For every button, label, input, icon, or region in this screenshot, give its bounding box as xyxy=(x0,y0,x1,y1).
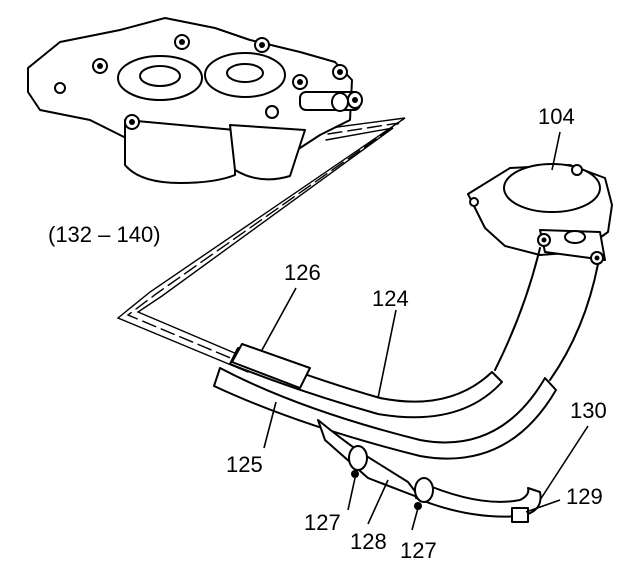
clamps xyxy=(348,445,434,510)
callout-hose-124: 124 xyxy=(372,286,409,311)
callout-reservoir: 104 xyxy=(538,104,575,129)
leader-lines xyxy=(261,131,589,531)
callout-pump-assembly: (132 – 140) xyxy=(48,222,161,247)
routing-path xyxy=(116,117,406,373)
callout-hose-125: 125 xyxy=(226,452,263,477)
callout-line-130: 130 xyxy=(570,398,607,423)
reservoir xyxy=(467,163,613,265)
callout-fitting-129: 129 xyxy=(566,484,603,509)
return-line xyxy=(415,481,542,523)
hoses xyxy=(213,247,599,499)
callout-hose-126: 126 xyxy=(284,260,321,285)
callout-hose-128: 128 xyxy=(350,529,387,554)
callout-clamp-left: 127 xyxy=(304,510,341,535)
callout-clamp-right: 127 xyxy=(400,538,437,563)
pump-assembly xyxy=(27,17,363,184)
